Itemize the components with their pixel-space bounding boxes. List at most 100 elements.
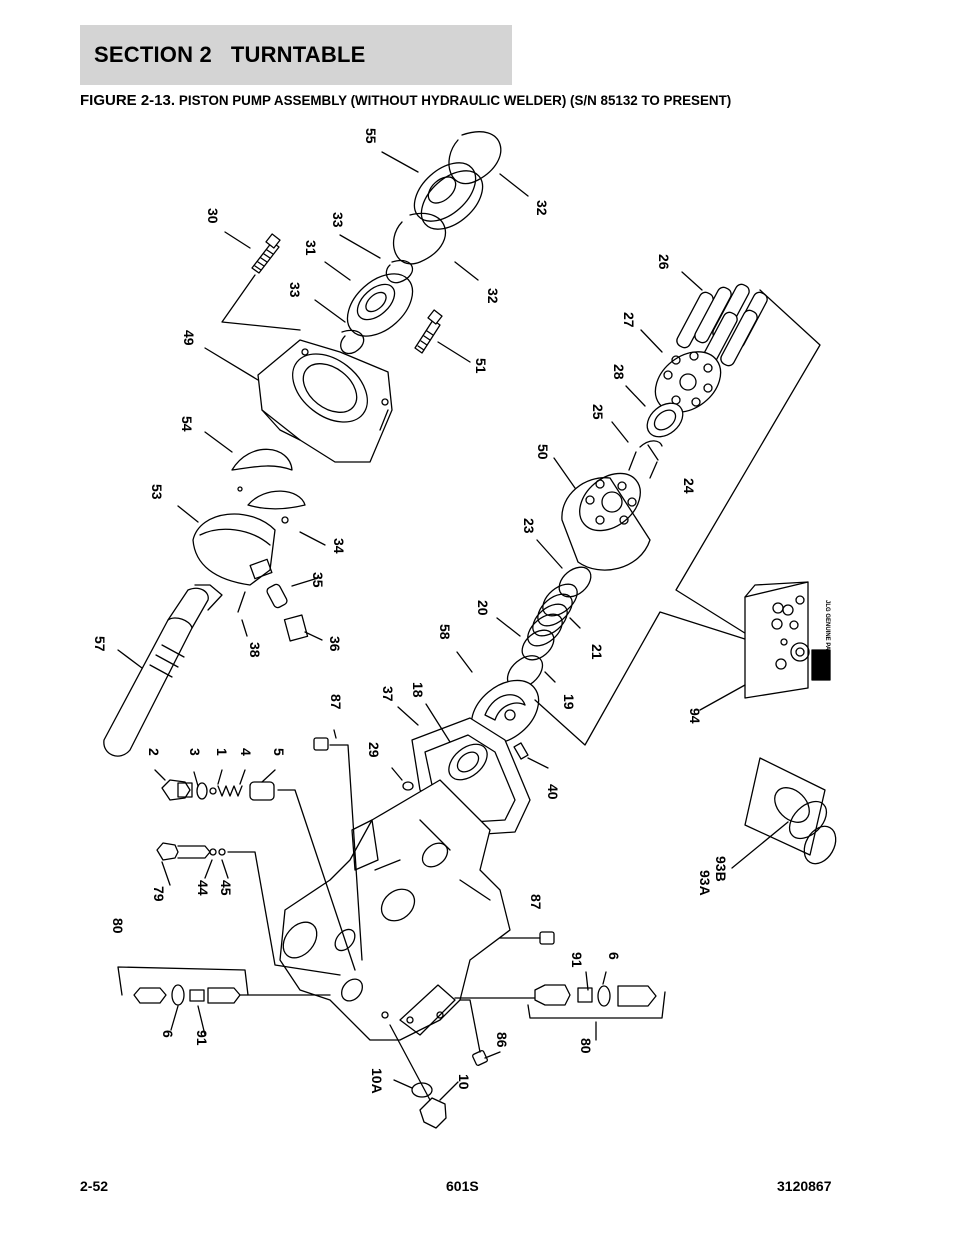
adapter-fitting-part <box>534 984 657 1007</box>
snap-ring-part <box>385 259 414 284</box>
callout-4: 4 <box>238 748 254 756</box>
leader-line <box>389 1024 431 1101</box>
callout-33: 33 <box>287 282 303 298</box>
snap-ring-part <box>340 329 365 355</box>
spring-part <box>217 785 243 797</box>
callout-10a: 10A <box>369 1068 385 1094</box>
leader-line <box>329 744 363 961</box>
document-number: 3120867 <box>777 1178 832 1194</box>
callout-6: 6 <box>160 1030 176 1038</box>
plug-part <box>472 1050 488 1066</box>
model-name: 601S <box>446 1178 479 1194</box>
washer-part <box>558 566 592 598</box>
callout-87: 87 <box>328 694 344 710</box>
callout-18: 18 <box>410 682 426 698</box>
cylinder-block-part <box>561 472 651 571</box>
relief-valve-part <box>156 842 211 861</box>
callout-26: 26 <box>656 254 672 270</box>
callout-24: 24 <box>681 478 697 494</box>
leader-line <box>227 851 341 976</box>
callout-50: 50 <box>535 444 551 460</box>
callout-37: 37 <box>380 686 396 702</box>
housing-part <box>257 339 393 463</box>
cap-screw-part <box>414 309 443 354</box>
callout-58: 58 <box>437 624 453 640</box>
o-ring-part <box>209 848 217 856</box>
key-part <box>237 591 246 613</box>
plug-part <box>313 737 329 751</box>
leader-line <box>699 684 746 711</box>
callout-25: 25 <box>590 404 606 420</box>
retainer-plate-part <box>654 351 722 413</box>
callout-91: 91 <box>569 952 585 968</box>
callout-1: 1 <box>214 748 230 756</box>
leader-line <box>459 999 481 1053</box>
cap-screw-part <box>251 233 281 274</box>
page-number: 2-52 <box>80 1178 109 1194</box>
callout-5: 5 <box>271 748 287 756</box>
callout-2: 2 <box>146 748 162 756</box>
leader-line <box>277 789 356 971</box>
callout-33: 33 <box>330 212 346 228</box>
swashplate-part <box>192 513 276 586</box>
callout-53: 53 <box>149 484 165 500</box>
o-ring-part <box>196 782 208 800</box>
plug-part <box>161 779 193 801</box>
plug-part <box>419 1097 447 1129</box>
callout-91: 91 <box>194 1030 210 1046</box>
bushing-part <box>448 743 488 781</box>
callout-36: 36 <box>327 636 343 652</box>
o-ring-part <box>218 848 226 856</box>
callout-93a: 93A <box>697 870 713 896</box>
callout-38: 38 <box>247 642 263 658</box>
callout-45: 45 <box>218 880 234 896</box>
washer-part <box>521 629 555 661</box>
callout-30: 30 <box>205 208 221 224</box>
callout-6: 6 <box>606 952 622 960</box>
callout-54: 54 <box>179 416 195 432</box>
callout-87: 87 <box>528 894 544 910</box>
adapter-fitting-part <box>133 984 331 1006</box>
callout-32: 32 <box>485 288 501 304</box>
section-title: SECTION 2 TURNTABLE <box>94 42 366 67</box>
callout-31: 31 <box>303 240 319 256</box>
callout-44: 44 <box>195 880 211 896</box>
kit-box-label: JLG GENUINE PARTS <box>824 600 830 662</box>
wear-plate-part <box>231 448 293 471</box>
pin-part <box>639 440 663 448</box>
callout-28: 28 <box>611 364 627 380</box>
callout-10: 10 <box>456 1074 472 1090</box>
leader-line <box>527 991 666 1019</box>
shim-part <box>283 614 309 642</box>
pin-part <box>513 742 529 760</box>
callout-21: 21 <box>589 644 605 660</box>
drive-shaft-part <box>103 584 223 757</box>
wear-plate-part <box>247 490 306 510</box>
callout-94: 94 <box>687 708 703 724</box>
pin-part <box>628 451 658 479</box>
leader-line <box>675 289 821 636</box>
leader-line <box>221 274 301 331</box>
callout-80: 80 <box>578 1038 594 1054</box>
callout-19: 19 <box>561 694 577 710</box>
plug-part <box>402 781 414 791</box>
callout-93b: 93B <box>713 856 729 882</box>
seal-kit-part <box>744 757 837 865</box>
leader-line <box>534 611 749 746</box>
callout-20: 20 <box>475 600 491 616</box>
plug-part <box>539 931 555 945</box>
repair-kit-box <box>744 581 831 699</box>
callout-35: 35 <box>310 572 326 588</box>
pump-body-part <box>279 779 511 1041</box>
callout-40: 40 <box>545 784 561 800</box>
callout-3: 3 <box>187 748 203 756</box>
spring-part <box>527 583 578 647</box>
valve-plate-part <box>470 679 540 745</box>
leader-line <box>117 966 249 996</box>
leader-line <box>117 151 703 1101</box>
retaining-ring-part <box>393 131 502 265</box>
ball-part <box>209 787 217 795</box>
callout-49: 49 <box>181 330 197 346</box>
callout-57: 57 <box>92 636 108 652</box>
